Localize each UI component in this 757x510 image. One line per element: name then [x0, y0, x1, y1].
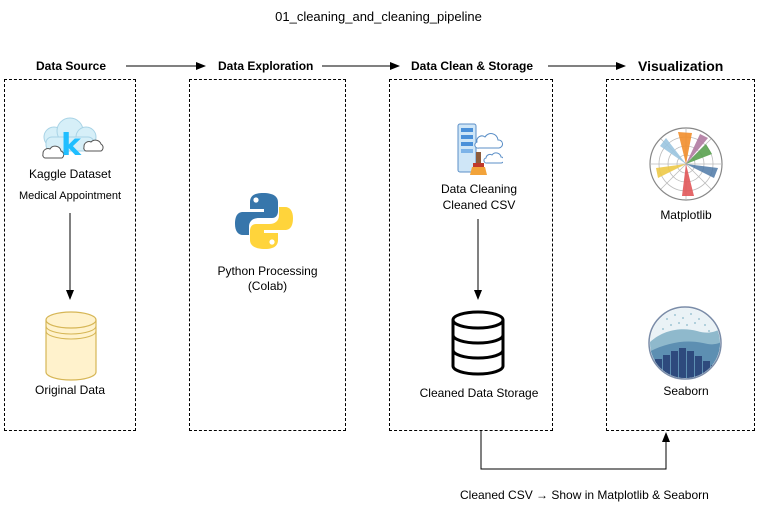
kaggle-dataset-sublabel: Medical Appointment — [18, 190, 122, 202]
svg-text:k: k — [61, 128, 82, 163]
arrow-storage-to-visualization — [480, 431, 670, 470]
cleaned-data-storage-label: Cleaned Data Storage — [419, 386, 539, 400]
diagram-title: 01_cleaning_and_cleaning_pipeline — [275, 9, 482, 24]
python-logo-icon — [235, 193, 293, 249]
matplotlib-label: Matplotlib — [660, 208, 712, 222]
original-data-label: Original Data — [34, 383, 106, 397]
matplotlib-logo-icon — [649, 127, 723, 201]
panel-data-exploration — [189, 79, 346, 431]
database-icon — [451, 310, 505, 376]
kaggle-dataset-label: Kaggle Dataset — [28, 167, 112, 181]
data-cylinder-icon — [45, 311, 97, 381]
stage-label-data-clean-storage: Data Clean & Storage — [411, 59, 534, 73]
footer-note: Cleaned CSV → Show in Matplotlib & Seabo… — [460, 488, 709, 502]
stage-label-visualization: Visualization — [638, 58, 724, 74]
python-processing-sublabel: (Colab) — [247, 279, 288, 293]
seaborn-label: Seaborn — [663, 384, 709, 398]
panel-data-source — [4, 79, 136, 431]
panel-visualization — [606, 79, 755, 431]
python-processing-label: Python Processing — [217, 264, 318, 278]
cleaned-csv-label: Cleaned CSV — [442, 198, 516, 212]
stage-label-data-source: Data Source — [36, 59, 107, 73]
seaborn-logo-icon — [648, 306, 722, 380]
data-cleaning-icon — [457, 123, 503, 175]
stage-label-data-exploration: Data Exploration — [218, 59, 314, 73]
kaggle-cloud-icon: k — [42, 117, 104, 163]
panel-data-clean-storage — [389, 79, 553, 431]
data-cleaning-label: Data Cleaning — [440, 182, 518, 196]
